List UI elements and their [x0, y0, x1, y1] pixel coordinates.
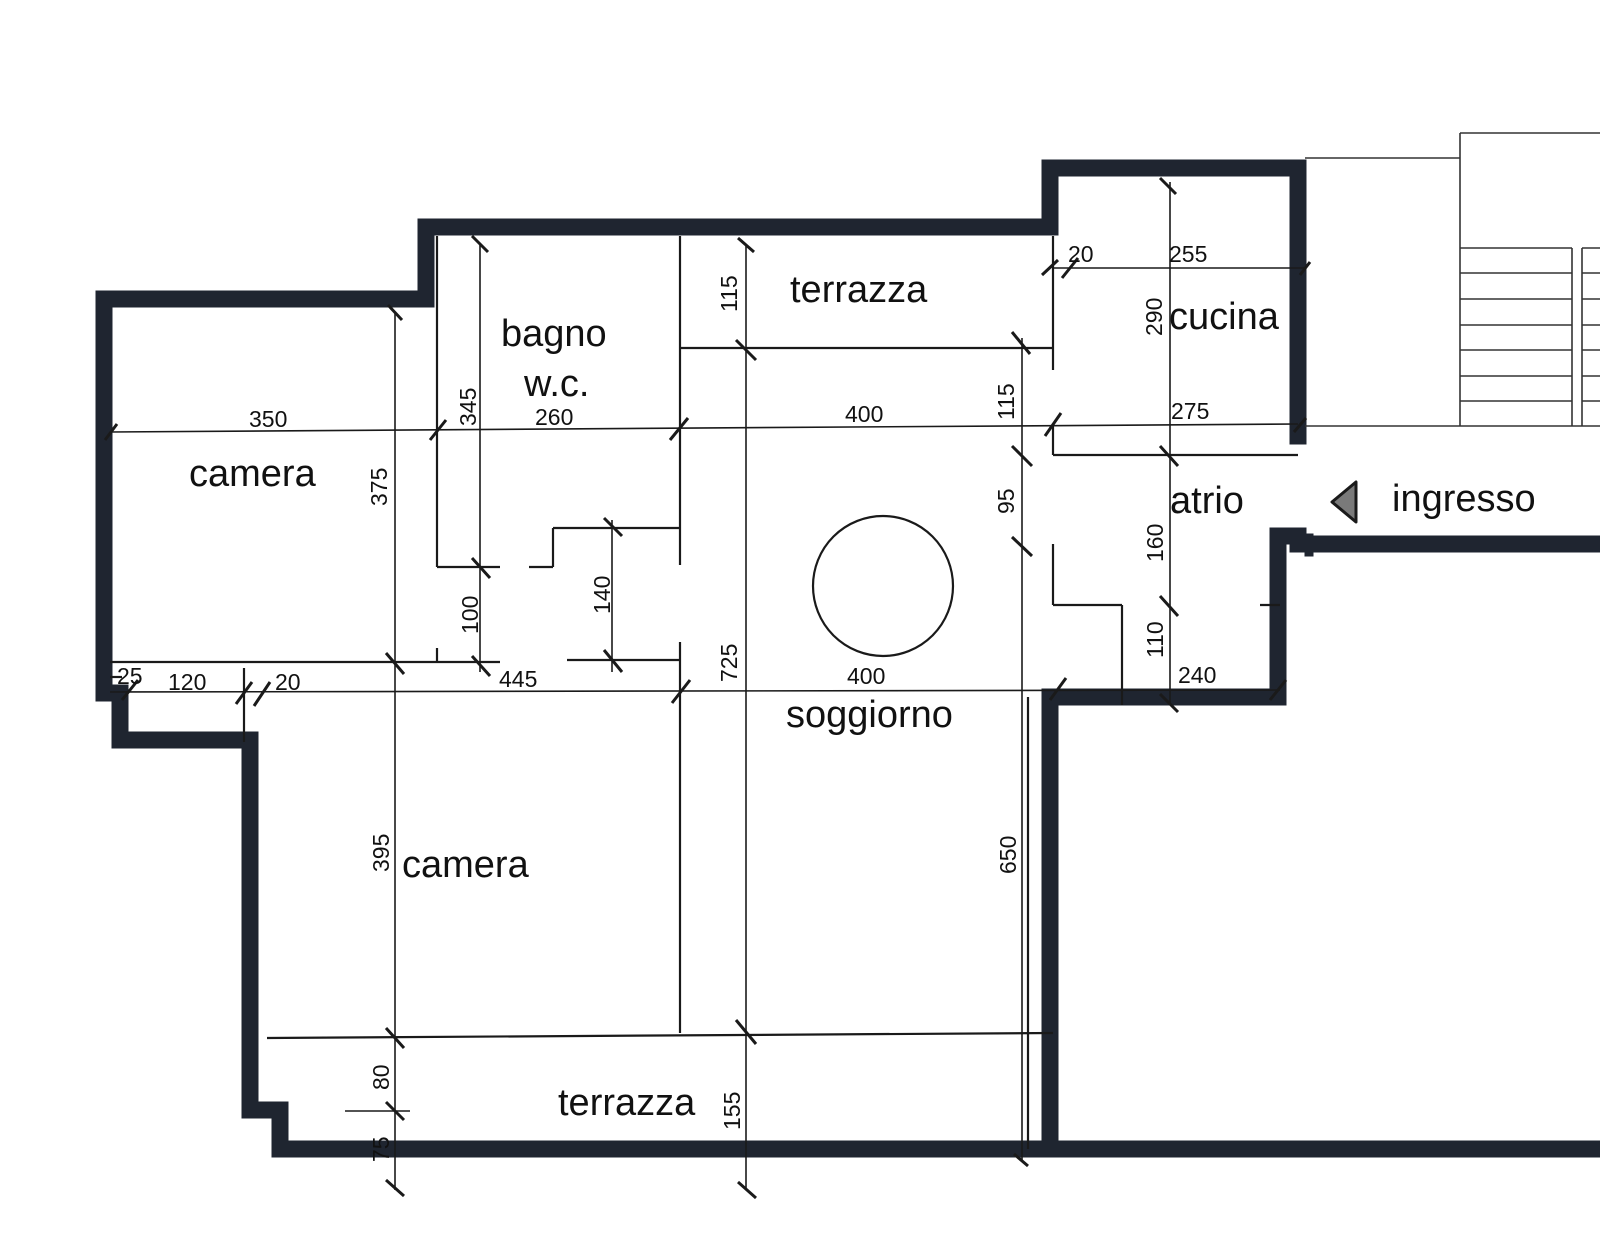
- dim-label: 290: [1141, 298, 1167, 336]
- dim-label: 20: [275, 669, 301, 695]
- room-label-ingresso: ingresso: [1392, 478, 1536, 520]
- dim-label: 240: [1178, 662, 1216, 688]
- dim-label: 120: [168, 669, 206, 695]
- dim-label: 650: [995, 836, 1021, 874]
- dim-label: 400: [847, 663, 885, 689]
- room-label-camera-upper: camera: [189, 453, 317, 495]
- dim-label: 395: [368, 834, 394, 872]
- dim-label: 115: [716, 275, 742, 312]
- dim-label: 345: [455, 388, 481, 426]
- dim-label: 375: [366, 468, 392, 506]
- room-label-camera-lower: camera: [402, 844, 530, 886]
- dim-label: 140: [589, 576, 615, 614]
- room-label-terrazza-upper: terrazza: [790, 269, 928, 311]
- dim-label: 110: [1142, 621, 1168, 658]
- round-table: [811, 514, 955, 658]
- dim-label: 160: [1142, 524, 1168, 562]
- dim-label: 115: [993, 383, 1019, 420]
- interior-partitions: [110, 236, 1298, 1149]
- dim-label: 445: [499, 666, 537, 692]
- dimension-lines: [109, 182, 1306, 1190]
- dim-label: 260: [535, 404, 573, 430]
- dim-label: 95: [993, 488, 1019, 514]
- outer-wall-right: [1041, 527, 1600, 1158]
- room-label-atrio: atrio: [1170, 480, 1244, 522]
- dim-label: 20: [1068, 241, 1094, 267]
- room-label-terrazza-lower: terrazza: [558, 1082, 696, 1124]
- dim-label: 725: [716, 644, 742, 682]
- room-label-bagno: bagno: [501, 313, 607, 355]
- stair-landing: [1305, 132, 1600, 427]
- dim-label: 275: [1171, 398, 1209, 424]
- room-label-cucina: cucina: [1169, 296, 1280, 338]
- dim-label: 100: [457, 596, 483, 634]
- dim-label: 255: [1169, 241, 1207, 267]
- dim-label: 80: [368, 1064, 394, 1090]
- dim-label: 25: [117, 663, 143, 689]
- room-label-soggiorno: soggiorno: [786, 694, 953, 736]
- dim-label: 400: [845, 401, 883, 427]
- dimension-ticks: [103, 176, 1312, 1200]
- dim-label: 350: [249, 406, 287, 432]
- room-label-wc: w.c.: [523, 363, 589, 405]
- dim-label: 75: [368, 1136, 394, 1162]
- dim-label: 155: [719, 1092, 745, 1130]
- outer-wall: [95, 159, 1600, 1158]
- entrance-arrow-icon: [1330, 480, 1358, 524]
